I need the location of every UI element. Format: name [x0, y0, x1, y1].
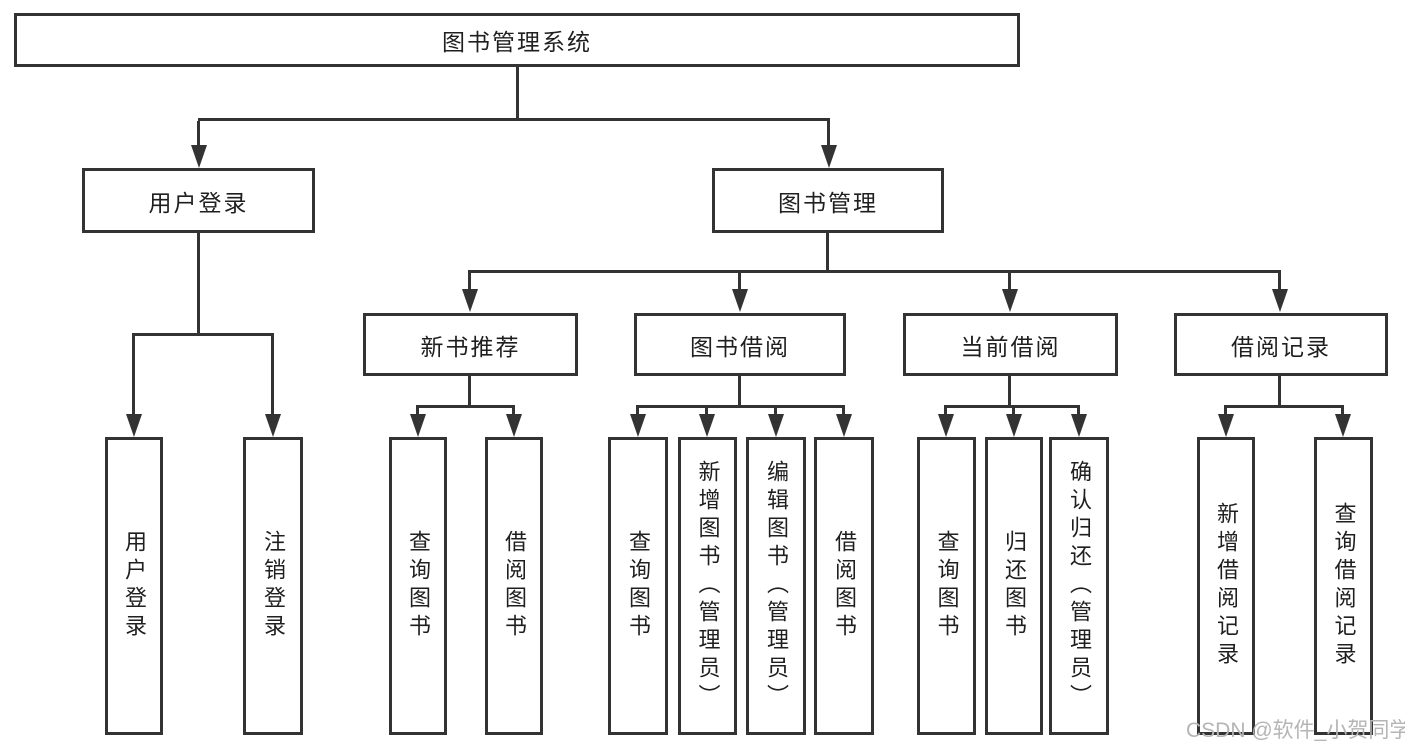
leaf-label: 用户登录	[122, 530, 147, 642]
leaf-logout: 注销登录	[243, 437, 303, 735]
arrow-down-icon	[1218, 414, 1234, 437]
arrow-down-icon	[732, 289, 748, 312]
connector-hline	[944, 405, 1080, 408]
leaf-label: 查询图书	[406, 530, 431, 642]
arrow-down-icon	[768, 414, 784, 437]
connector-hline	[132, 333, 274, 336]
node-book-management: 图书管理	[712, 168, 944, 233]
leaf-label: 新增借阅记录	[1214, 502, 1239, 670]
leaf-label: 查询图书	[626, 530, 651, 642]
leaf-confirm-return-admin: 确认归还（管理员）	[1049, 437, 1109, 735]
leaf-query-borrow-record: 查询借阅记录	[1314, 437, 1373, 735]
connector-vline	[1008, 376, 1011, 406]
arrow-down-icon	[1335, 414, 1351, 437]
leaf-label: 编辑图书（管理员）	[764, 460, 789, 712]
arrow-down-icon	[191, 145, 207, 168]
leaf-query-books: 查询图书	[608, 437, 668, 735]
connector-vline	[1077, 408, 1080, 417]
arrow-down-icon	[506, 414, 522, 437]
leaf-label: 归还图书	[1002, 530, 1027, 642]
arrow-down-icon	[938, 414, 954, 437]
leaf-label: 确认归还（管理员）	[1067, 460, 1092, 712]
connector-vline	[1341, 408, 1344, 417]
leaf-user-login: 用户登录	[105, 437, 163, 735]
arrow-down-icon	[699, 414, 715, 437]
connector-vline	[468, 273, 471, 292]
connector-vline	[197, 233, 200, 334]
leaf-query-books: 查询图书	[917, 437, 976, 735]
arrow-down-icon	[126, 414, 142, 437]
connector-vline	[842, 408, 845, 417]
connector-vline	[774, 408, 777, 417]
connector-vline	[1008, 273, 1011, 292]
connector-vline	[516, 67, 519, 119]
leaf-query-books: 查询图书	[389, 437, 447, 735]
arrow-down-icon	[265, 414, 281, 437]
connector-vline	[1278, 376, 1281, 406]
node-book-borrow: 图书借阅	[634, 313, 846, 376]
csdn-watermark: CSDN @软件_小贺同学	[1186, 719, 1405, 742]
node-library-system: 图书管理系统	[14, 13, 1020, 67]
connector-vline	[271, 336, 274, 417]
connector-hline	[198, 118, 830, 121]
arrow-down-icon	[462, 289, 478, 312]
connector-vline	[1224, 408, 1227, 417]
connector-vline	[826, 233, 829, 271]
leaf-label: 查询借阅记录	[1331, 502, 1357, 670]
connector-vline	[197, 121, 200, 148]
arrow-down-icon	[821, 145, 837, 168]
connector-hline	[1224, 405, 1344, 408]
connector-vline	[705, 408, 708, 417]
leaf-add-books-admin: 新增图书（管理员）	[678, 437, 737, 735]
arrow-down-icon	[1272, 289, 1288, 312]
node-label: 用户登录	[148, 189, 249, 216]
leaf-add-borrow-record: 新增借阅记录	[1197, 437, 1255, 735]
connector-vline	[636, 408, 639, 417]
arrow-down-icon	[1006, 414, 1022, 437]
arrow-down-icon	[630, 414, 646, 437]
connector-hline	[416, 405, 515, 408]
leaf-borrow-books: 借阅图书	[814, 437, 874, 735]
connector-vline	[944, 408, 947, 417]
node-user-login: 用户登录	[82, 168, 315, 233]
connector-vline	[416, 408, 419, 417]
node-current-borrow: 当前借阅	[903, 313, 1118, 376]
connector-vline	[738, 273, 741, 292]
leaf-label: 借阅图书	[832, 530, 857, 642]
arrow-down-icon	[1002, 289, 1018, 312]
node-label: 图书借阅	[690, 333, 790, 360]
node-label: 图书管理	[778, 189, 878, 216]
leaf-edit-books-admin: 编辑图书（管理员）	[746, 437, 806, 735]
node-new-book-recommend: 新书推荐	[363, 313, 578, 376]
connector-hline	[636, 405, 845, 408]
node-borrow-record: 借阅记录	[1174, 313, 1388, 376]
arrow-down-icon	[410, 414, 426, 437]
node-label: 图书管理系统	[442, 29, 592, 55]
leaf-borrow-books: 借阅图书	[485, 437, 543, 735]
connector-vline	[132, 336, 135, 417]
leaf-label: 查询图书	[934, 530, 960, 642]
connector-vline	[738, 376, 741, 406]
connector-vline	[827, 121, 830, 148]
connector-vline	[512, 408, 515, 417]
connector-hline	[468, 270, 1281, 273]
leaf-label: 借阅图书	[502, 530, 527, 642]
arrow-down-icon	[1071, 414, 1087, 437]
node-label: 新书推荐	[420, 333, 521, 360]
connector-vline	[1012, 408, 1015, 417]
node-label: 借阅记录	[1231, 333, 1331, 360]
node-label: 当前借阅	[960, 333, 1061, 360]
connector-vline	[468, 376, 471, 406]
leaf-label: 注销登录	[261, 530, 286, 642]
arrow-down-icon	[836, 414, 852, 437]
leaf-return-books: 归还图书	[985, 437, 1043, 735]
connector-vline	[1278, 273, 1281, 292]
leaf-label: 新增图书（管理员）	[695, 460, 721, 712]
